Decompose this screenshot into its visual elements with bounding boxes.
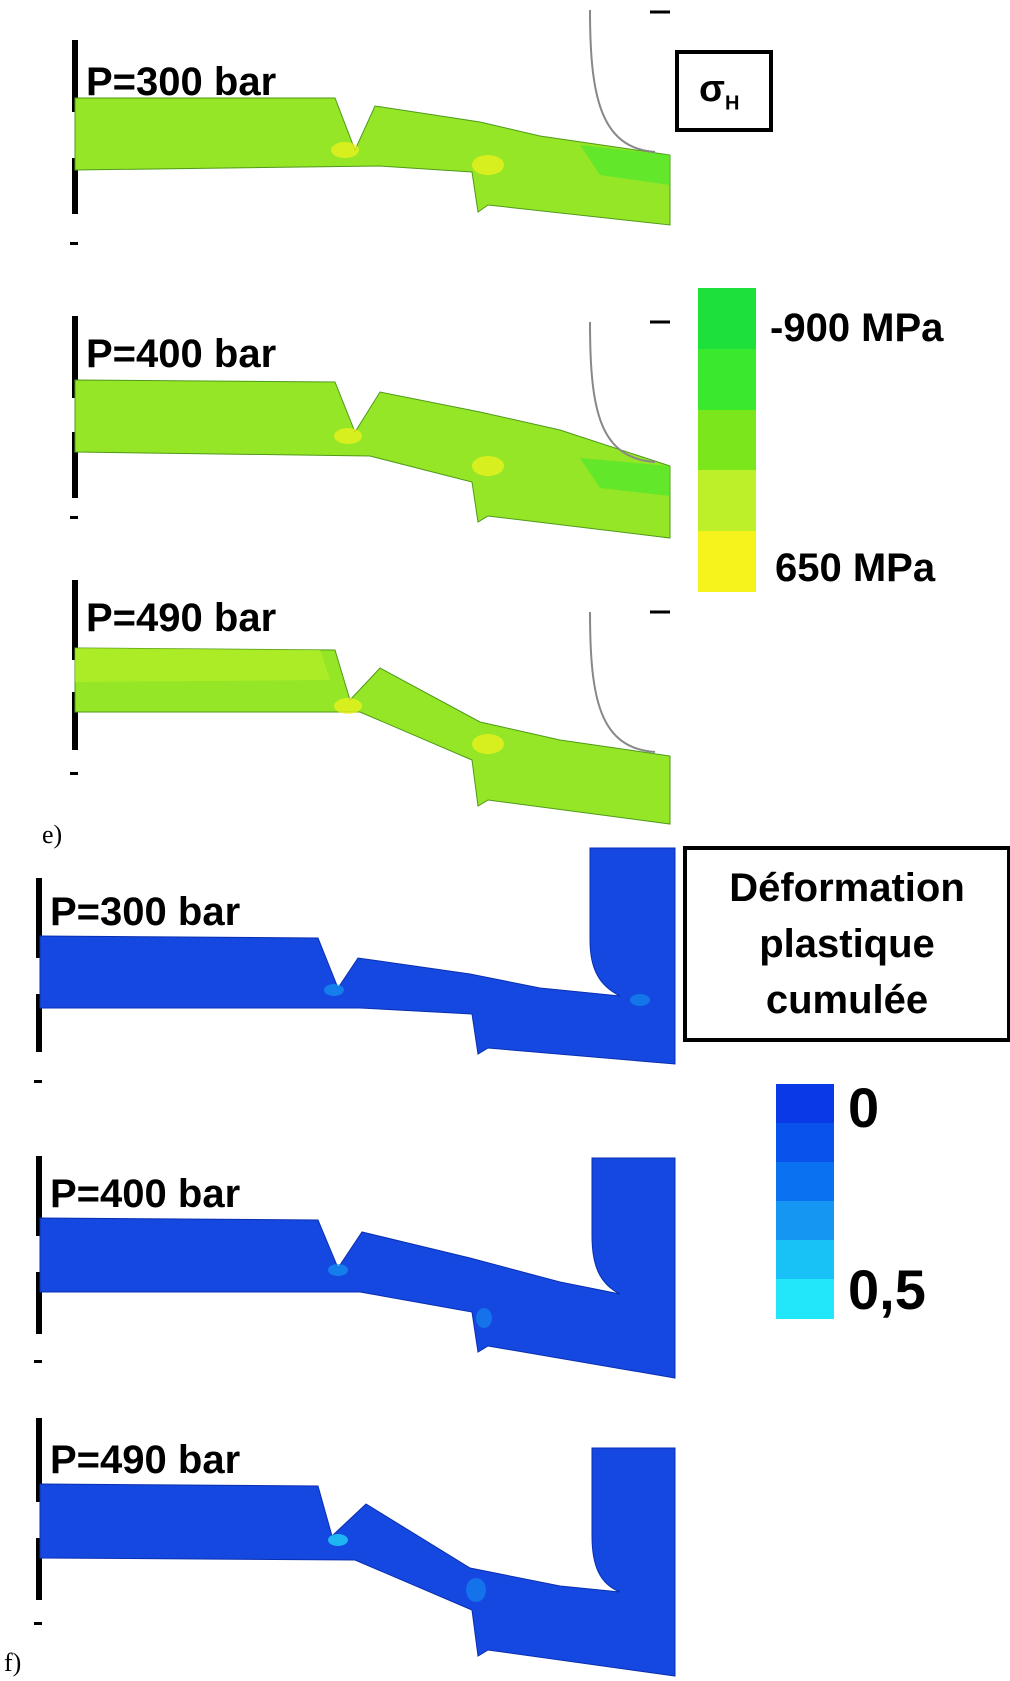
color-scale-bar (698, 288, 756, 593)
color-scale-step (698, 288, 756, 350)
legend-title-symbol: σH (699, 68, 740, 115)
symmetry-axis-bar (36, 878, 42, 958)
symmetry-axis-bar (36, 1156, 42, 1236)
symmetry-axis-bar (72, 692, 78, 750)
color-scale-step (776, 1084, 834, 1124)
color-scale-bar (776, 1084, 834, 1319)
symmetry-axis-bar (72, 316, 78, 398)
color-scale-step (776, 1240, 834, 1280)
axis-tick (70, 242, 78, 245)
color-scale-step (776, 1162, 834, 1202)
color-scale-step (698, 531, 756, 593)
legend-title-line: Déformation (729, 866, 965, 910)
axis-tick (34, 1360, 42, 1363)
color-scale-step (776, 1201, 834, 1241)
symmetry-axis-bar (36, 994, 42, 1052)
pressure-label: P=300 bar (50, 890, 241, 934)
legend-title-line: plastique (759, 922, 935, 966)
axis-tick (34, 1080, 42, 1083)
symmetry-axis-bar (72, 580, 78, 660)
pressure-label: P=300 bar (86, 60, 277, 104)
legend-title-box: σH (675, 50, 773, 132)
pressure-label: P=400 bar (50, 1172, 241, 1216)
color-scale-step (698, 470, 756, 532)
legend-max-label: 0 (848, 1076, 880, 1139)
pressure-label: P=490 bar (50, 1438, 241, 1482)
color-scale-step (776, 1123, 834, 1163)
symmetry-axis-bar (72, 158, 78, 214)
axis-tick (70, 772, 78, 775)
color-scale-step (698, 348, 756, 411)
axis-tick (34, 1622, 42, 1625)
symmetry-axis-bar (72, 432, 78, 498)
legend-title-line: cumulée (765, 978, 929, 1022)
axis-tick (70, 516, 78, 519)
panel-letter: f) (4, 1648, 22, 1677)
color-scale-step (698, 409, 756, 471)
symmetry-axis-bar (36, 1418, 42, 1502)
pressure-label: P=400 bar (86, 332, 277, 376)
color-scale-step (776, 1279, 834, 1319)
symmetry-axis-bar (36, 1538, 42, 1600)
legend-min-label: 650 MPa (775, 546, 936, 590)
pressure-label: P=490 bar (86, 596, 277, 640)
legend-title-box: Déformation plastique cumulée (683, 846, 1010, 1042)
legend-min-label: 0,5 (848, 1258, 926, 1321)
symmetry-axis-bar (72, 40, 78, 112)
symmetry-axis-bar (36, 1272, 42, 1334)
legend-max-label: -900 MPa (770, 306, 944, 350)
panel-letter: e) (42, 820, 63, 849)
